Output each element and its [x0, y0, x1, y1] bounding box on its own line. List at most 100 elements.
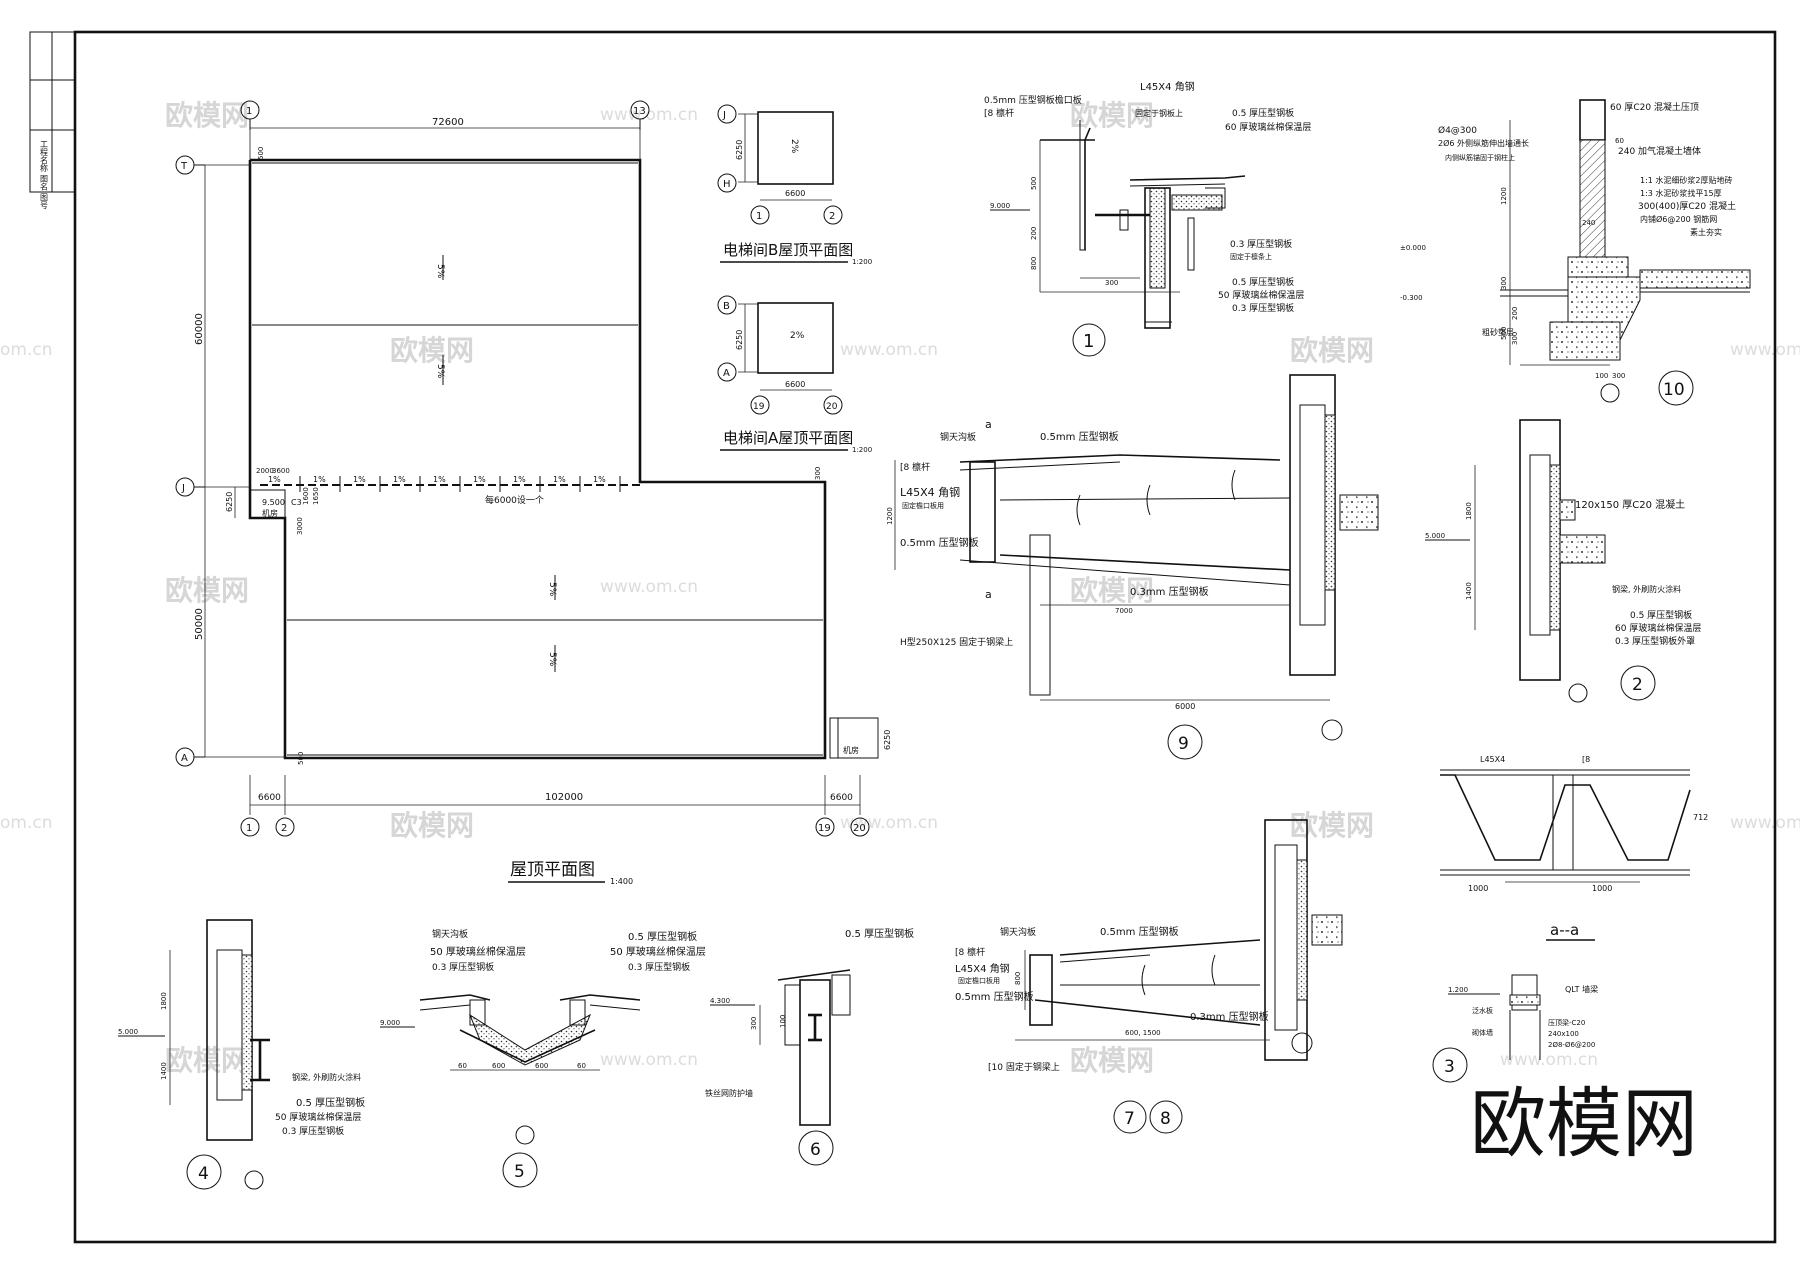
detail-4: 1800 1400 5.000 钢梁, 外刷防火涂料 0.5 厚压型钢板 50 … [118, 919, 365, 1190]
axis-1b: 1 [246, 823, 252, 834]
label-w50: 50 厚玻璃丝棉保温层 [275, 1111, 361, 1123]
detail-number: 5 [514, 1162, 525, 1182]
dim-1600: 1600 [302, 487, 310, 505]
axis-label: B [723, 301, 730, 312]
detail-6: 300 100 4.300 0.5 厚压型钢板 铁丝网防护墙 6 [705, 927, 914, 1166]
watermark-url: www.om.cn [840, 813, 938, 833]
label-c10: [10 固定于钢梁上 [988, 1061, 1060, 1073]
dim: 200 [1511, 307, 1519, 320]
label-note3: 2Ø8-Ø6@200 [1548, 1041, 1595, 1049]
roof-slope: 5% [547, 652, 557, 667]
label-fix: 固定于钢板上 [1135, 108, 1183, 118]
detail-number: 3 [1444, 1057, 1455, 1077]
label-fs: 泛水板 [1472, 1006, 1493, 1015]
dim-bottom: 102000 [545, 792, 583, 803]
dim-500b: 500 [297, 752, 305, 765]
detail-9: 1200 7000 6000 a a 钢天沟板 0.5mm 压型钢板 [8 檩杆… [886, 374, 1379, 760]
section-mark: a [985, 588, 992, 601]
dim: 800 [1014, 972, 1022, 985]
dim: 1200 [886, 507, 894, 525]
axis-label: 2 [829, 211, 835, 222]
gutter-slope: 1% [433, 475, 446, 484]
axis-label: 20 [826, 402, 838, 412]
watermark-url: www.om.cn [600, 577, 698, 597]
title-block-label: 工程名称 图名 图号 [40, 140, 49, 210]
label-m2: 1:3 水泥砂浆找平15厚 [1640, 188, 1722, 198]
label-m3: 300(400)厚C20 混凝土 [1638, 200, 1736, 212]
dim: 60 [1615, 137, 1624, 145]
roof-slope: 5% [547, 582, 557, 597]
dim-3600: 3600 [272, 467, 290, 475]
detail-number: 8 [1160, 1109, 1171, 1129]
label-w03: 0.3 厚压型钢板 [282, 1125, 344, 1137]
dim: 1200 [1500, 187, 1508, 205]
dim: 7000 [1115, 607, 1133, 615]
watermark-brand: 欧模网 [1070, 574, 1154, 607]
label-c8: [8 [1582, 755, 1590, 764]
section-a-a: 1000 1000 712 L45X4 [8 a--a [1440, 755, 1708, 941]
axis-A: A [181, 753, 188, 764]
dim-height: 6250 [735, 330, 744, 350]
detail-number: 2 [1632, 675, 1643, 695]
gutter-slope: 1% [553, 475, 566, 484]
dim: 100 [779, 1015, 787, 1028]
dim: 240 [1582, 219, 1595, 227]
watermark-brand: 欧模网 [1290, 809, 1374, 842]
elevator-a-title: 电梯间A屋顶平面图 [723, 429, 853, 447]
machine-room-label: 机房 [843, 745, 859, 755]
dim: 500 [1500, 327, 1508, 340]
label-beam: H型250X125 固定于钢梁上 [900, 636, 1013, 648]
axis-20: 20 [853, 823, 866, 834]
machine-elev: 9.500 [262, 498, 285, 507]
gutter-slope: 1% [513, 475, 526, 484]
label-c8: [8 檩杆 [984, 107, 1014, 119]
dim: 800 [1030, 257, 1038, 270]
section-mark: a [985, 418, 992, 431]
roof-plan-title: 屋顶平面图 [510, 860, 595, 880]
dim-top: 72600 [432, 117, 464, 128]
label-w03: 0.3 厚压型钢板外罩 [1615, 635, 1695, 647]
gutter-slope: 1% [393, 475, 406, 484]
label-l45: L45X4 [1480, 755, 1505, 764]
label-l50: 50 厚玻璃丝棉保温层 [430, 945, 526, 958]
dim-left-bay: 6250 [225, 492, 234, 512]
dim: 100 [1595, 372, 1608, 380]
label-gutter: 钢天沟板 [1000, 926, 1036, 938]
label-fire: 钢梁, 外刷防火涂料 [292, 1072, 361, 1082]
roof-slope: 5% [435, 364, 445, 379]
watermark-brand: 欧模网 [1290, 334, 1374, 367]
axis-label: 1 [756, 211, 762, 222]
label-l45: L45X4 角钢 [955, 962, 1010, 975]
elev: 1.200 [1448, 986, 1468, 994]
elev: 9.000 [990, 202, 1010, 210]
dim: 300 [1612, 372, 1625, 380]
elev: 5.000 [1425, 532, 1445, 540]
detail-3: 1.200 QLT 墙梁 泛水板 砌体墙 压顶梁-C20 240x100 2Ø8… [1432, 974, 1598, 1083]
label-p05: 0.5mm 压型钢板檐口板 [984, 94, 1082, 106]
watermark-url: www.om.cn [1730, 813, 1800, 833]
label-p05: 0.5mm 压型钢板 [955, 990, 1034, 1003]
watermark-brand: 欧模网 [165, 574, 249, 607]
label-gutter: 钢天沟板 [940, 431, 976, 443]
dim: 6000 [1175, 702, 1195, 711]
detail-2: 1800 1400 5.000 120x150 厚C20 混凝土 钢梁, 外刷防… [1425, 419, 1701, 703]
roof-slope: 5% [435, 264, 445, 279]
label-r03: 0.3 厚压型钢板 [628, 961, 690, 973]
gutter-slope: 1% [268, 475, 281, 484]
label-roof05: 0.5mm 压型钢板 [1040, 430, 1119, 443]
roof-plan: 1% 1% 1% 1% 1% 1% 1% 1% 1% 每6000设一个 5% 5… [175, 100, 892, 886]
label-sand: 粗砂垫层 [1482, 327, 1514, 337]
label-aerated: 240 加气混凝土墙体 [1618, 145, 1701, 157]
elev: 4.300 [710, 997, 730, 1005]
elevator-a-plan: B A 19 20 6600 6250 2% 电梯间A屋顶平面图 1:200 [717, 295, 872, 454]
section-title: a--a [1550, 921, 1579, 939]
label-bar: 2Ø6 外侧纵筋伸出墙通长 [1438, 138, 1529, 148]
watermarks: 欧模网 欧模网 欧模网 欧模网 欧模网 欧模网 欧模网 欧模网 欧模网 欧模网 … [0, 99, 1800, 1168]
elevator-b-plan: J H 1 2 6600 6250 2% 电梯间B屋顶平面图 1:200 [717, 104, 872, 266]
label-m1: 1:1 水泥细砂浆2厚贴地砖 [1640, 175, 1733, 185]
label-phi: Ø4@300 [1438, 125, 1477, 136]
downpipe-note: 每6000设一个 [485, 494, 544, 506]
dim: 712 [1693, 813, 1708, 822]
label-c8: [8 檩杆 [955, 946, 985, 958]
